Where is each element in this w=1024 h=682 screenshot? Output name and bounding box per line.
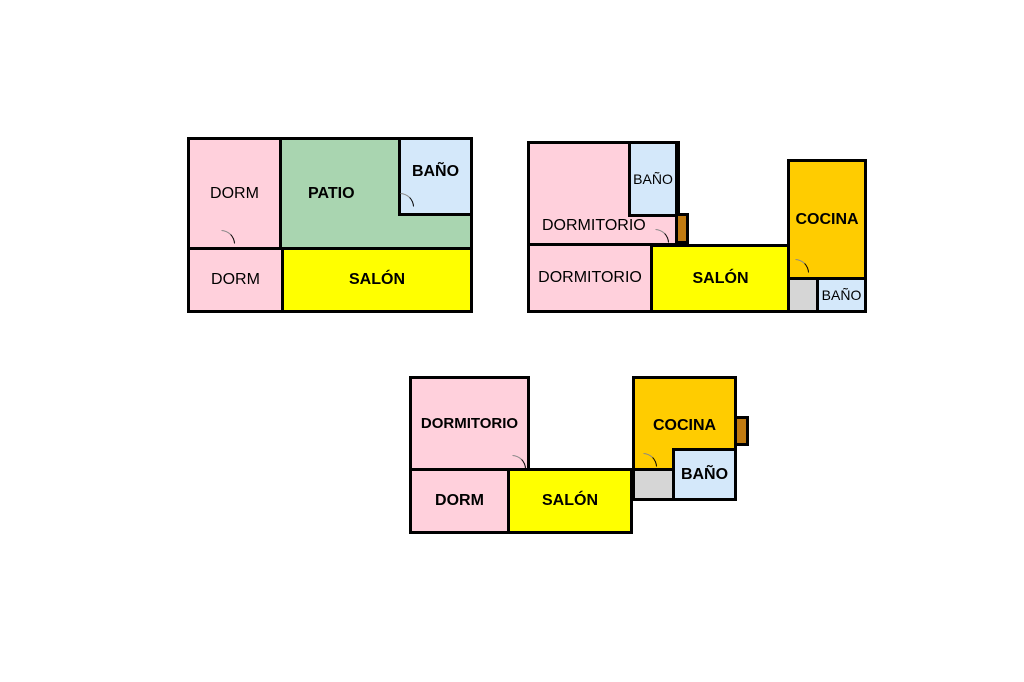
room-bano: BAÑO (672, 448, 737, 501)
room-label: DORMITORIO (542, 217, 646, 234)
room-dorm-2: DORM (187, 247, 284, 313)
room-label: SALÓN (349, 271, 405, 288)
room-salon: SALÓN (507, 468, 633, 534)
room-label: BAÑO (680, 465, 729, 483)
room-label: DORMITORIO (420, 415, 519, 432)
room-label: COCINA (652, 417, 717, 434)
room-label: DORMITORIO (538, 269, 642, 286)
room-dormitorio: DORMITORIO (409, 376, 530, 471)
room-label: COCINA (795, 210, 859, 228)
room-label: PATIO (308, 184, 355, 202)
hallway (787, 277, 819, 313)
room-label: DORM (435, 492, 484, 509)
hallway (632, 468, 675, 501)
room-bano-1: BAÑO (628, 141, 678, 217)
room-label: SALÓN (542, 492, 598, 509)
closet (675, 213, 689, 244)
room-label: BAÑO (633, 171, 673, 187)
room-dormitorio-2: DORMITORIO (527, 243, 653, 313)
closet (734, 416, 749, 446)
room-salon: SALÓN (281, 247, 473, 313)
room-label: DORM (210, 184, 259, 202)
room-label: BAÑO (411, 162, 460, 180)
room-dorm: DORM (409, 468, 510, 534)
room-dorm-1: DORM (187, 137, 282, 250)
room-bano-2: BAÑO (816, 277, 867, 313)
room-label: BAÑO (821, 287, 862, 303)
room-label: SALÓN (692, 269, 749, 287)
room-salon: SALÓN (650, 244, 791, 313)
room-label: DORM (211, 271, 260, 288)
